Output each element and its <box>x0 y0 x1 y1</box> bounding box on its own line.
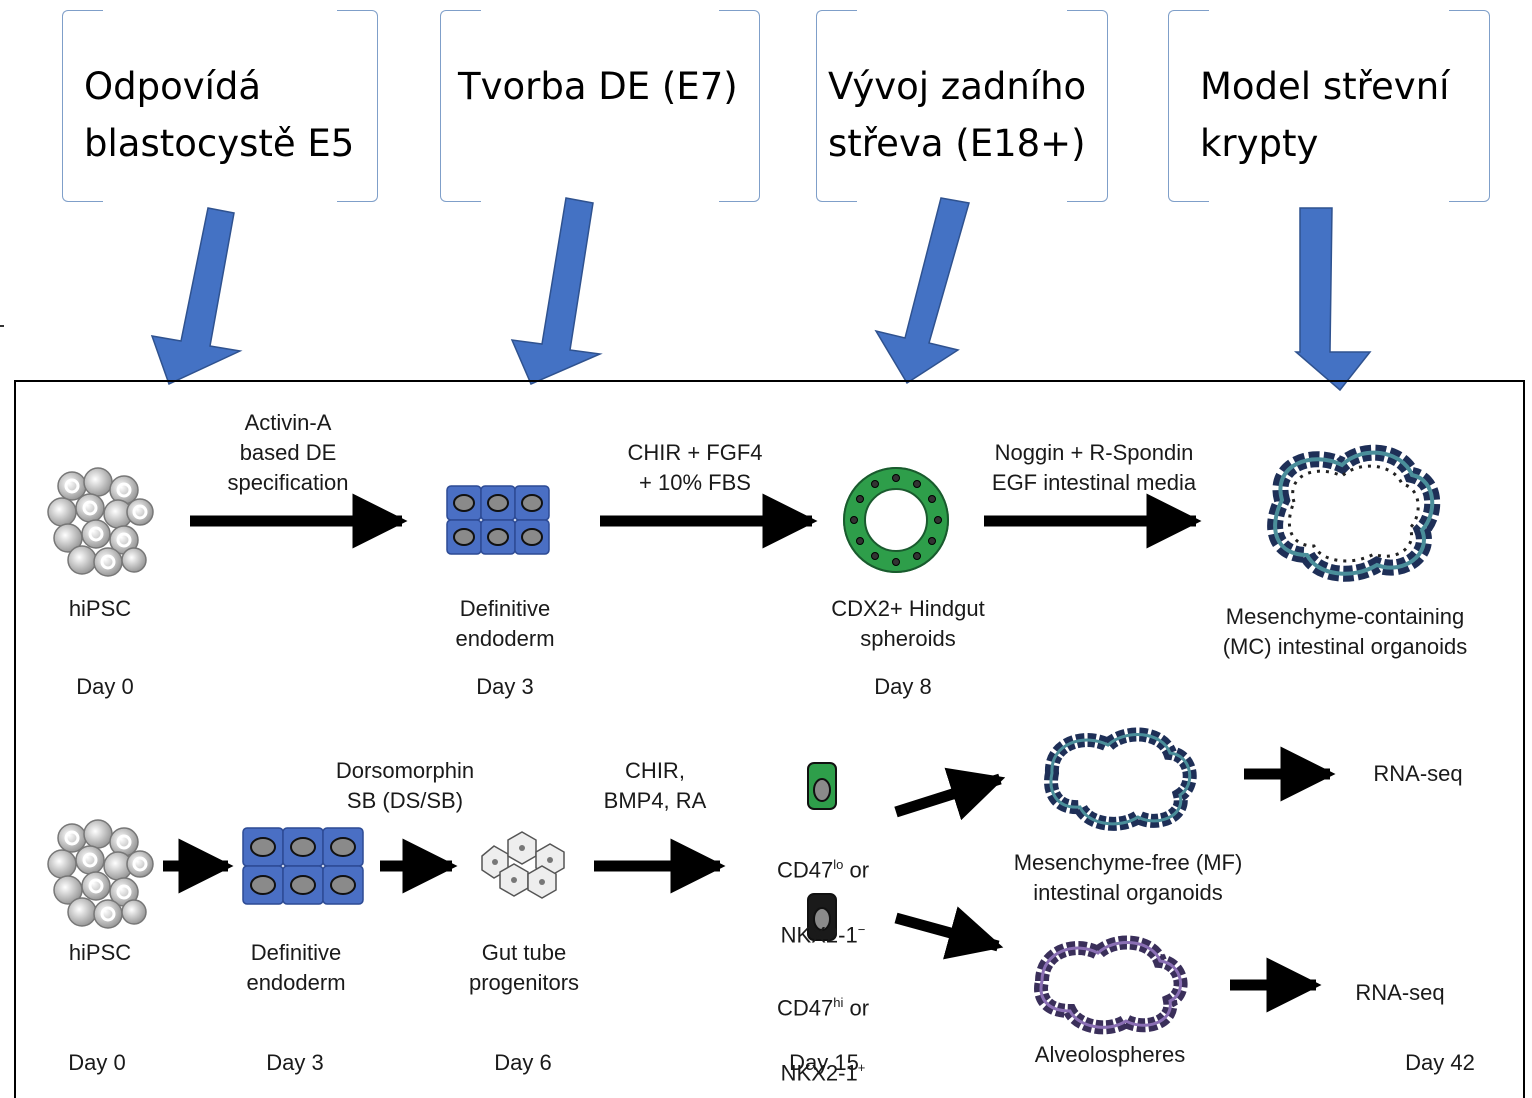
callout-bracket-left <box>816 10 857 202</box>
hipsc-colony-icon <box>47 467 154 577</box>
day-label-bottom-15: Day 15 <box>789 1050 859 1075</box>
cd47hi-or: or <box>843 995 870 1021</box>
stage-label-hipsc-bottom: hiPSC <box>68 940 132 965</box>
callout-arrows <box>150 197 1372 392</box>
cd47lo-or: or <box>843 857 870 883</box>
callout-bracket-left <box>62 10 103 202</box>
protocol-panel <box>14 380 1525 1098</box>
stage-label-hipsc: hiPSC <box>68 596 132 621</box>
callout-bracket-right <box>1449 10 1490 202</box>
blue-arrow-4 <box>1293 207 1372 392</box>
blue-arrow-1 <box>150 207 243 386</box>
mf-organoid-icon <box>1044 727 1197 831</box>
callout-bracket-left <box>440 10 481 202</box>
cd47lo-cell-icon <box>807 762 837 810</box>
stage-label-definitive-endoderm-bottom: Definitive endoderm <box>246 940 346 995</box>
stage-label-mc-organoids: Mesenchyme-containing (MC) intestinal or… <box>1222 604 1468 659</box>
blue-arrow-3 <box>874 197 970 385</box>
step-label-noggin: Noggin + R-Spondin EGF intestinal media <box>991 440 1197 495</box>
day-label-top-8: Day 8 <box>874 674 932 699</box>
stage-label-hindgut-spheroids: CDX2+ Hindgut spheroids <box>831 596 985 651</box>
label-cd47lo: CD47lo or NKX2-1− <box>748 820 898 951</box>
callout-bracket-right <box>719 10 760 202</box>
label-rnaseq-1: RNA-seq <box>1373 761 1463 786</box>
stage-label-gut-tube-progenitors: Gut tube progenitors <box>468 940 580 995</box>
day-label-bottom-6: Day 6 <box>494 1050 552 1075</box>
nkx21-neg-superscript: − <box>857 922 866 938</box>
blue-arrow-2 <box>510 197 603 385</box>
day-label-bottom-3: Day 3 <box>266 1050 324 1075</box>
label-rnaseq-2: RNA-seq <box>1355 980 1445 1005</box>
callout-text: Tvorba DE (E7) <box>458 65 738 108</box>
callout-text: Odpovídá blastocystě E5 <box>84 65 355 165</box>
callout-crypt-model: Model střevní krypty <box>1168 10 1490 202</box>
step-label-chir-fgf4: CHIR + FGF4 + 10% FBS <box>627 440 763 495</box>
step-label-chir-bmp4-ra: CHIR, BMP4, RA <box>603 758 707 813</box>
branch-arrow-down <box>894 906 1004 960</box>
day-label-bottom-42: Day 42 <box>1405 1050 1475 1075</box>
branch-arrow-up <box>894 767 1006 821</box>
step-label-activin: Activin-A based DE specification <box>227 410 349 495</box>
callout-hindgut-development: Vývoj zadního střeva (E18+) <box>816 10 1108 202</box>
nkx21-pos-text: NKX2-1 <box>780 1060 858 1086</box>
hindgut-spheroid-icon <box>843 467 949 573</box>
step-label-dorsomorphin: Dorsomorphin SB (DS/SB) <box>335 758 475 813</box>
callout-bracket-left <box>1168 10 1209 202</box>
day-label-top-3: Day 3 <box>476 674 534 699</box>
stage-label-mf-organoids: Mesenchyme-free (MF) intestinal organoid… <box>1013 850 1243 905</box>
callout-de-formation: Tvorba DE (E7) <box>440 10 760 202</box>
nkx21-neg-text: NKX2-1 <box>780 922 858 948</box>
stage-label-definitive-endoderm: Definitive endoderm <box>455 596 555 651</box>
nkx21-pos-superscript: + <box>857 1060 866 1076</box>
mc-organoid-icon <box>1267 444 1441 582</box>
label-cd47hi: CD47hi or NKX2-1+ <box>748 958 898 1089</box>
hipsc-colony-icon-bottom <box>47 819 154 929</box>
callout-blastocyst: Odpovídá blastocystě E5 <box>62 10 378 202</box>
edge-tick-mark <box>0 325 4 327</box>
cd47lo-superscript: lo <box>833 857 844 872</box>
cd47hi-cell-icon <box>807 893 837 941</box>
stage-label-alveolospheres: Alveolospheres <box>1034 1042 1186 1067</box>
day-label-top-0: Day 0 <box>76 674 134 699</box>
cd47hi-text: CD47 <box>776 995 834 1021</box>
callout-text: Vývoj zadního střeva (E18+) <box>828 65 1087 165</box>
callout-bracket-right <box>337 10 378 202</box>
cd47hi-superscript: hi <box>833 995 844 1010</box>
callout-text: Model střevní krypty <box>1200 65 1450 165</box>
definitive-endoderm-icon-bottom <box>242 827 364 905</box>
day-label-bottom-0: Day 0 <box>68 1050 126 1075</box>
alveolosphere-icon <box>1034 935 1188 1035</box>
definitive-endoderm-icon <box>446 485 550 555</box>
gut-tube-progenitors-icon <box>481 831 565 899</box>
cd47lo-text: CD47 <box>776 857 834 883</box>
callout-bracket-right <box>1067 10 1108 202</box>
